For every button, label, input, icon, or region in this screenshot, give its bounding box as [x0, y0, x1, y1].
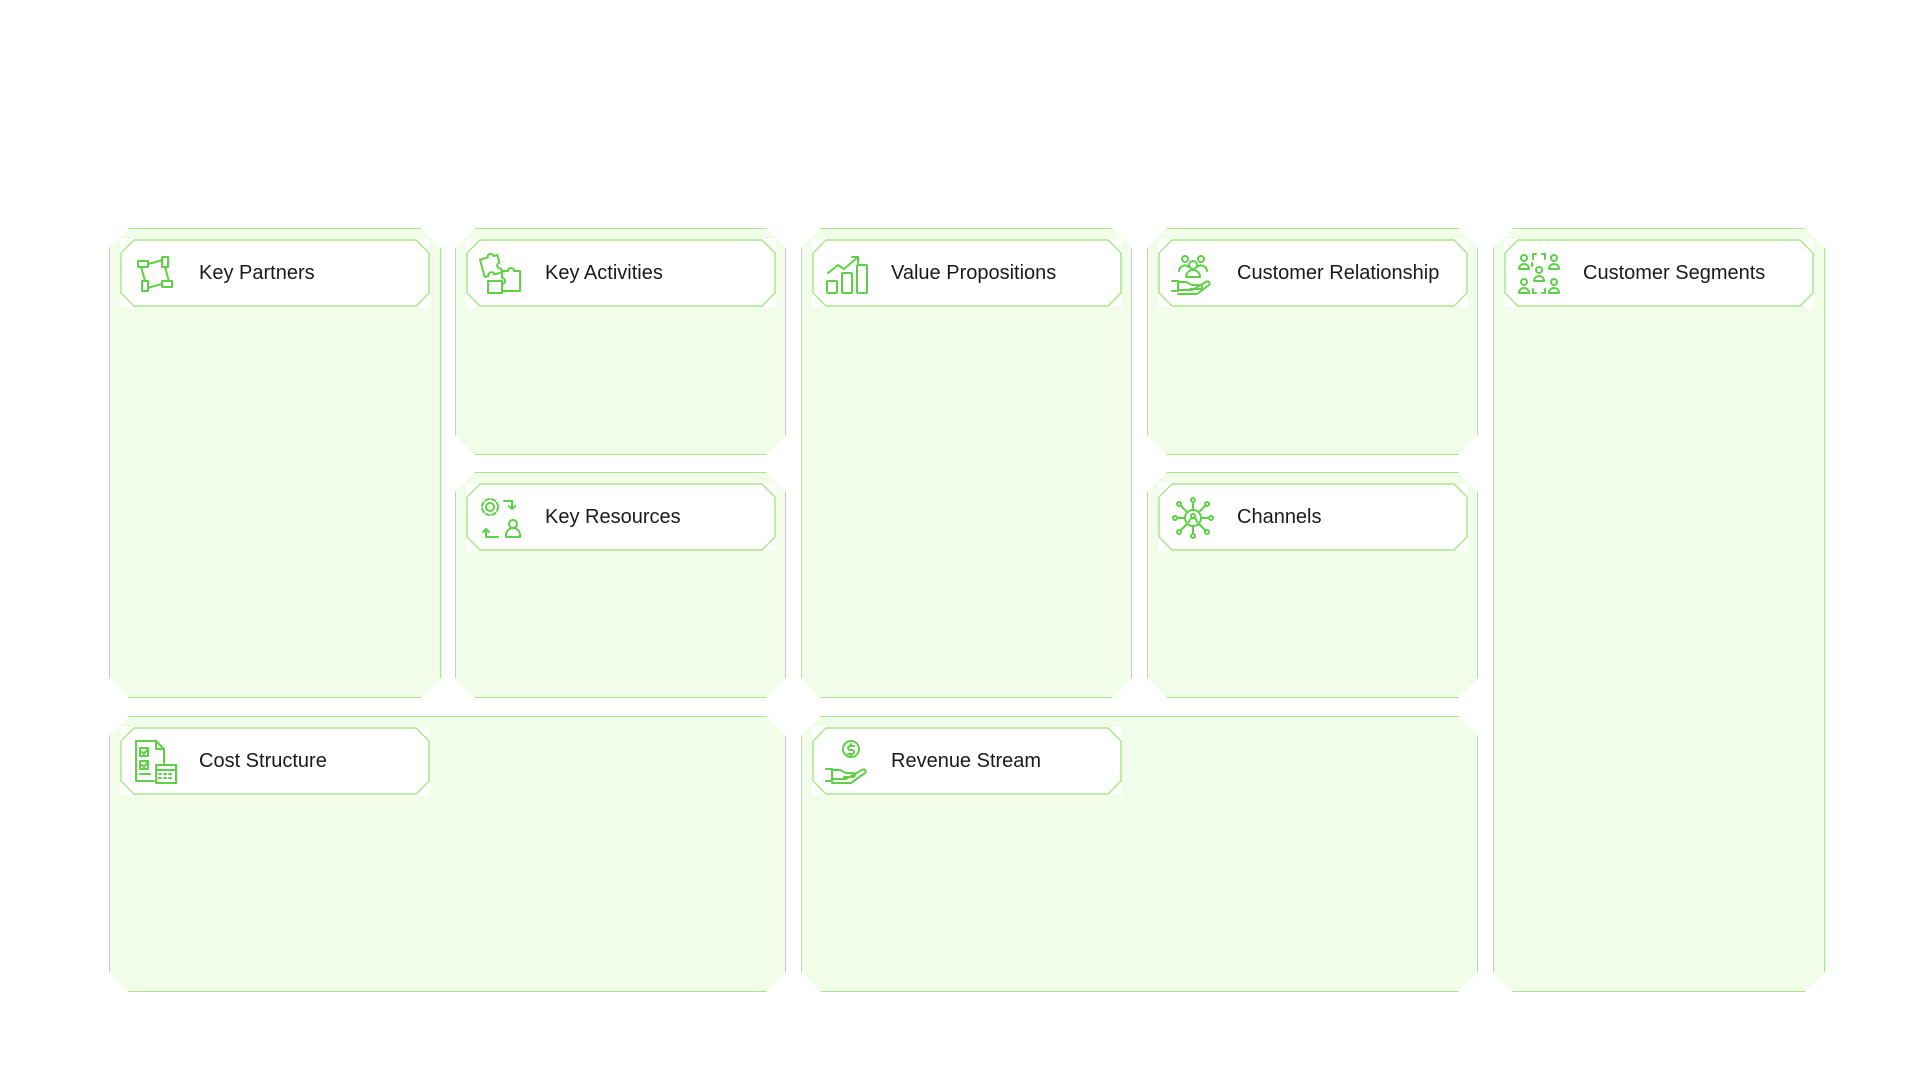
channels-label: Channels	[1237, 505, 1322, 528]
gear-person-cycle-icon	[478, 495, 524, 541]
key-partners-panel: Key Partners	[109, 228, 441, 698]
cost-structure-header: Cost Structure	[120, 727, 430, 795]
network-hub-icon	[1170, 495, 1216, 541]
customer-segments-header: Customer Segments	[1504, 239, 1814, 307]
key-resources-panel: Key Resources	[455, 472, 786, 698]
channels-header: Channels	[1158, 483, 1468, 551]
value-propositions-label: Value Propositions	[891, 261, 1057, 284]
customer-relationship-label: Customer Relationship	[1237, 261, 1440, 284]
channels-panel: Channels	[1147, 472, 1478, 698]
customer-segments-panel: Customer Segments	[1493, 228, 1825, 992]
customer-relationship-panel: Customer Relationship	[1147, 228, 1478, 455]
value-propositions-header: Value Propositions	[812, 239, 1122, 307]
checklist-calculator-icon	[132, 739, 178, 785]
key-partners-label: Key Partners	[199, 261, 315, 284]
value-propositions-panel: Value Propositions	[801, 228, 1132, 698]
customer-relationship-header: Customer Relationship	[1158, 239, 1468, 307]
hand-dollar-coin-icon	[824, 739, 870, 785]
customer-segments-label: Customer Segments	[1583, 261, 1766, 284]
people-group-icon	[1516, 251, 1562, 297]
revenue-stream-label: Revenue Stream	[891, 749, 1042, 772]
key-resources-label: Key Resources	[545, 505, 681, 528]
cost-structure-label: Cost Structure	[199, 749, 327, 772]
key-activities-panel: Key Activities	[455, 228, 786, 455]
key-partners-header: Key Partners	[120, 239, 430, 307]
cost-structure-panel: Cost Structure	[109, 716, 786, 992]
key-activities-label: Key Activities	[545, 261, 663, 284]
puzzle-icon	[478, 251, 524, 297]
revenue-stream-panel: Revenue Stream	[801, 716, 1478, 992]
revenue-stream-header: Revenue Stream	[812, 727, 1122, 795]
growth-bar-chart-icon	[824, 251, 870, 297]
key-activities-header: Key Activities	[466, 239, 776, 307]
key-resources-header: Key Resources	[466, 483, 776, 551]
hand-with-people-icon	[1170, 251, 1216, 297]
handshake-circle-icon	[132, 251, 178, 297]
